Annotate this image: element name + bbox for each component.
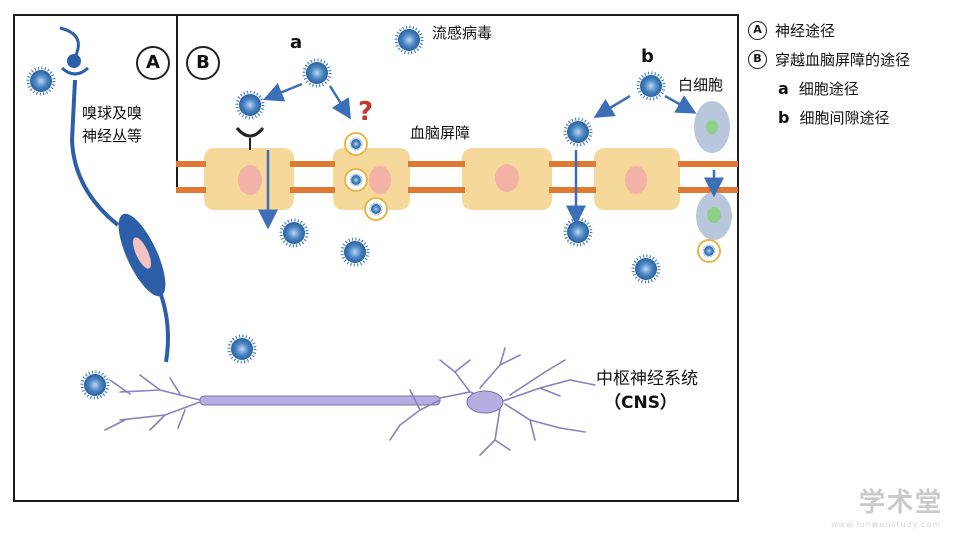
question-mark: ? [358,97,374,127]
vesicle-viruses [344,132,721,263]
receptor [235,127,265,138]
legend-item: a 细胞途径 [748,74,910,103]
panel-divider [176,14,178,192]
watermark-logo: 学术堂 [858,488,943,518]
legend: A 神经途径 B 穿越血脑屏障的途径 a 细胞途径 b 细胞间隙途径 [748,16,910,132]
legend-text: 细胞间隙途径 [799,109,890,127]
route-b-label: b [641,46,654,67]
legend-item: A 神经途径 [748,16,910,45]
influenza-viruses [26,25,666,400]
legend-marker: a [778,79,789,98]
olfactory-label-line1: 嗅球及嗅 [82,104,143,122]
cns-label-line1: 中枢神经系统 [596,369,698,389]
cell-nucleus [369,166,391,194]
diagram-frame [13,14,739,502]
panel-a-marker: A [136,46,170,80]
legend-text: 神经途径 [775,22,836,40]
legend-item: b 细胞间隙途径 [748,103,910,132]
legend-marker: B [748,50,767,69]
legend-marker: A [748,21,767,40]
cns-neuron [104,347,596,456]
olfactory-label-line2: 神经丛等 [82,127,143,145]
olfactory-neuron [59,26,170,363]
influenza-label: 流感病毒 [432,24,493,42]
legend-text: 穿越血脑屏障的途径 [775,51,911,69]
legend-text: 细胞途径 [798,80,859,98]
leukocyte-label: 白细胞 [678,76,724,94]
cell-nucleus [495,164,519,192]
panel-b-marker: B [186,46,220,80]
route-a-label: a [290,32,303,53]
watermark-url: www.lunwenstudy.com [830,520,941,529]
legend-item: B 穿越血脑屏障的途径 [748,45,910,74]
route-arrows [258,82,724,230]
bbb-cells [204,148,680,210]
cns-label-line2: （CNS） [604,393,677,413]
legend-marker: b [778,108,790,127]
leukocytes [694,101,732,240]
bbb-label: 血脑屏障 [410,124,471,142]
cell-nucleus [238,165,262,195]
cell-nucleus [625,166,647,194]
